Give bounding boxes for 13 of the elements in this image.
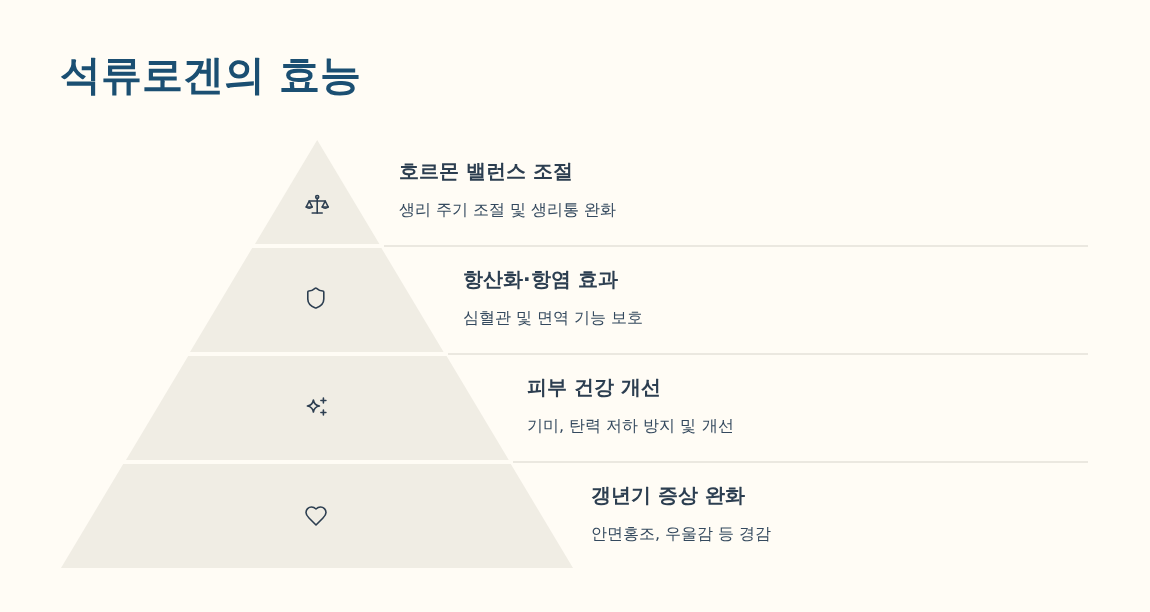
tier-description: 심혈관 및 면역 기능 보호: [463, 308, 644, 328]
tier-description: 안면홍조, 우울감 등 경감: [591, 524, 772, 544]
tier-description: 기미, 탄력 저하 방지 및 개선: [527, 416, 734, 436]
page-title: 석류로겐의 효능: [60, 50, 362, 100]
tier-heading: 호르몬 밸런스 조절: [399, 159, 573, 184]
tier-description: 생리 주기 조절 및 생리통 완화: [399, 200, 617, 220]
pyramid-tier: [61, 464, 573, 568]
tier-heading: 갱년기 증상 완화: [591, 483, 745, 508]
tier-heading: 피부 건강 개선: [527, 375, 661, 400]
tier-heading: 항산화·항염 효과: [463, 267, 618, 292]
pyramid-tier: [254, 140, 380, 244]
pyramid-tier: [125, 356, 509, 460]
pyramid-tier: [190, 248, 444, 352]
